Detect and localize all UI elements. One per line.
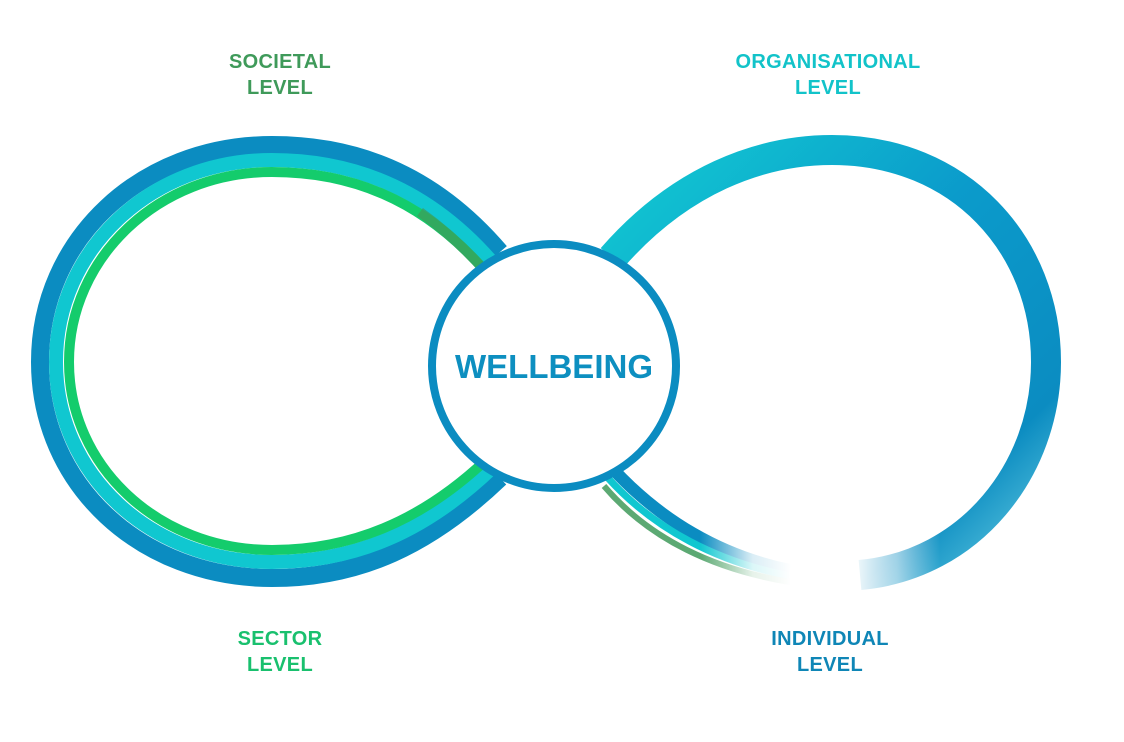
right-loop [600,134,1062,610]
center-circle [428,240,680,492]
left-loop-outer-band [30,135,507,588]
societal-label-line2: LEVEL [247,77,313,99]
sector-level-label: SECTOR LEVEL [140,626,420,678]
individual-label-line1: INDIVIDUAL [771,628,889,650]
individual-label-line2: LEVEL [797,654,863,676]
societal-label-line1: SOCIETAL [228,51,332,73]
sector-label-line2: LEVEL [247,654,313,676]
organisational-label-line1: ORGANISATIONAL [735,51,921,73]
societal-level-label: SOCIETAL LEVEL [140,49,420,101]
organisational-level-label: ORGANISATIONAL LEVEL [688,49,968,101]
center-title: WELLBEING [455,348,653,385]
individual-level-label: INDIVIDUAL LEVEL [690,626,970,678]
organisational-label-line2: LEVEL [795,77,861,99]
left-loop-inner-band [63,166,490,556]
left-loop-middle-band [48,152,498,570]
sector-label-line1: SECTOR [237,628,323,650]
right-loop-fade-overlay [700,500,940,610]
left-loop [30,135,507,588]
right-loop-upper-band [600,134,1062,590]
